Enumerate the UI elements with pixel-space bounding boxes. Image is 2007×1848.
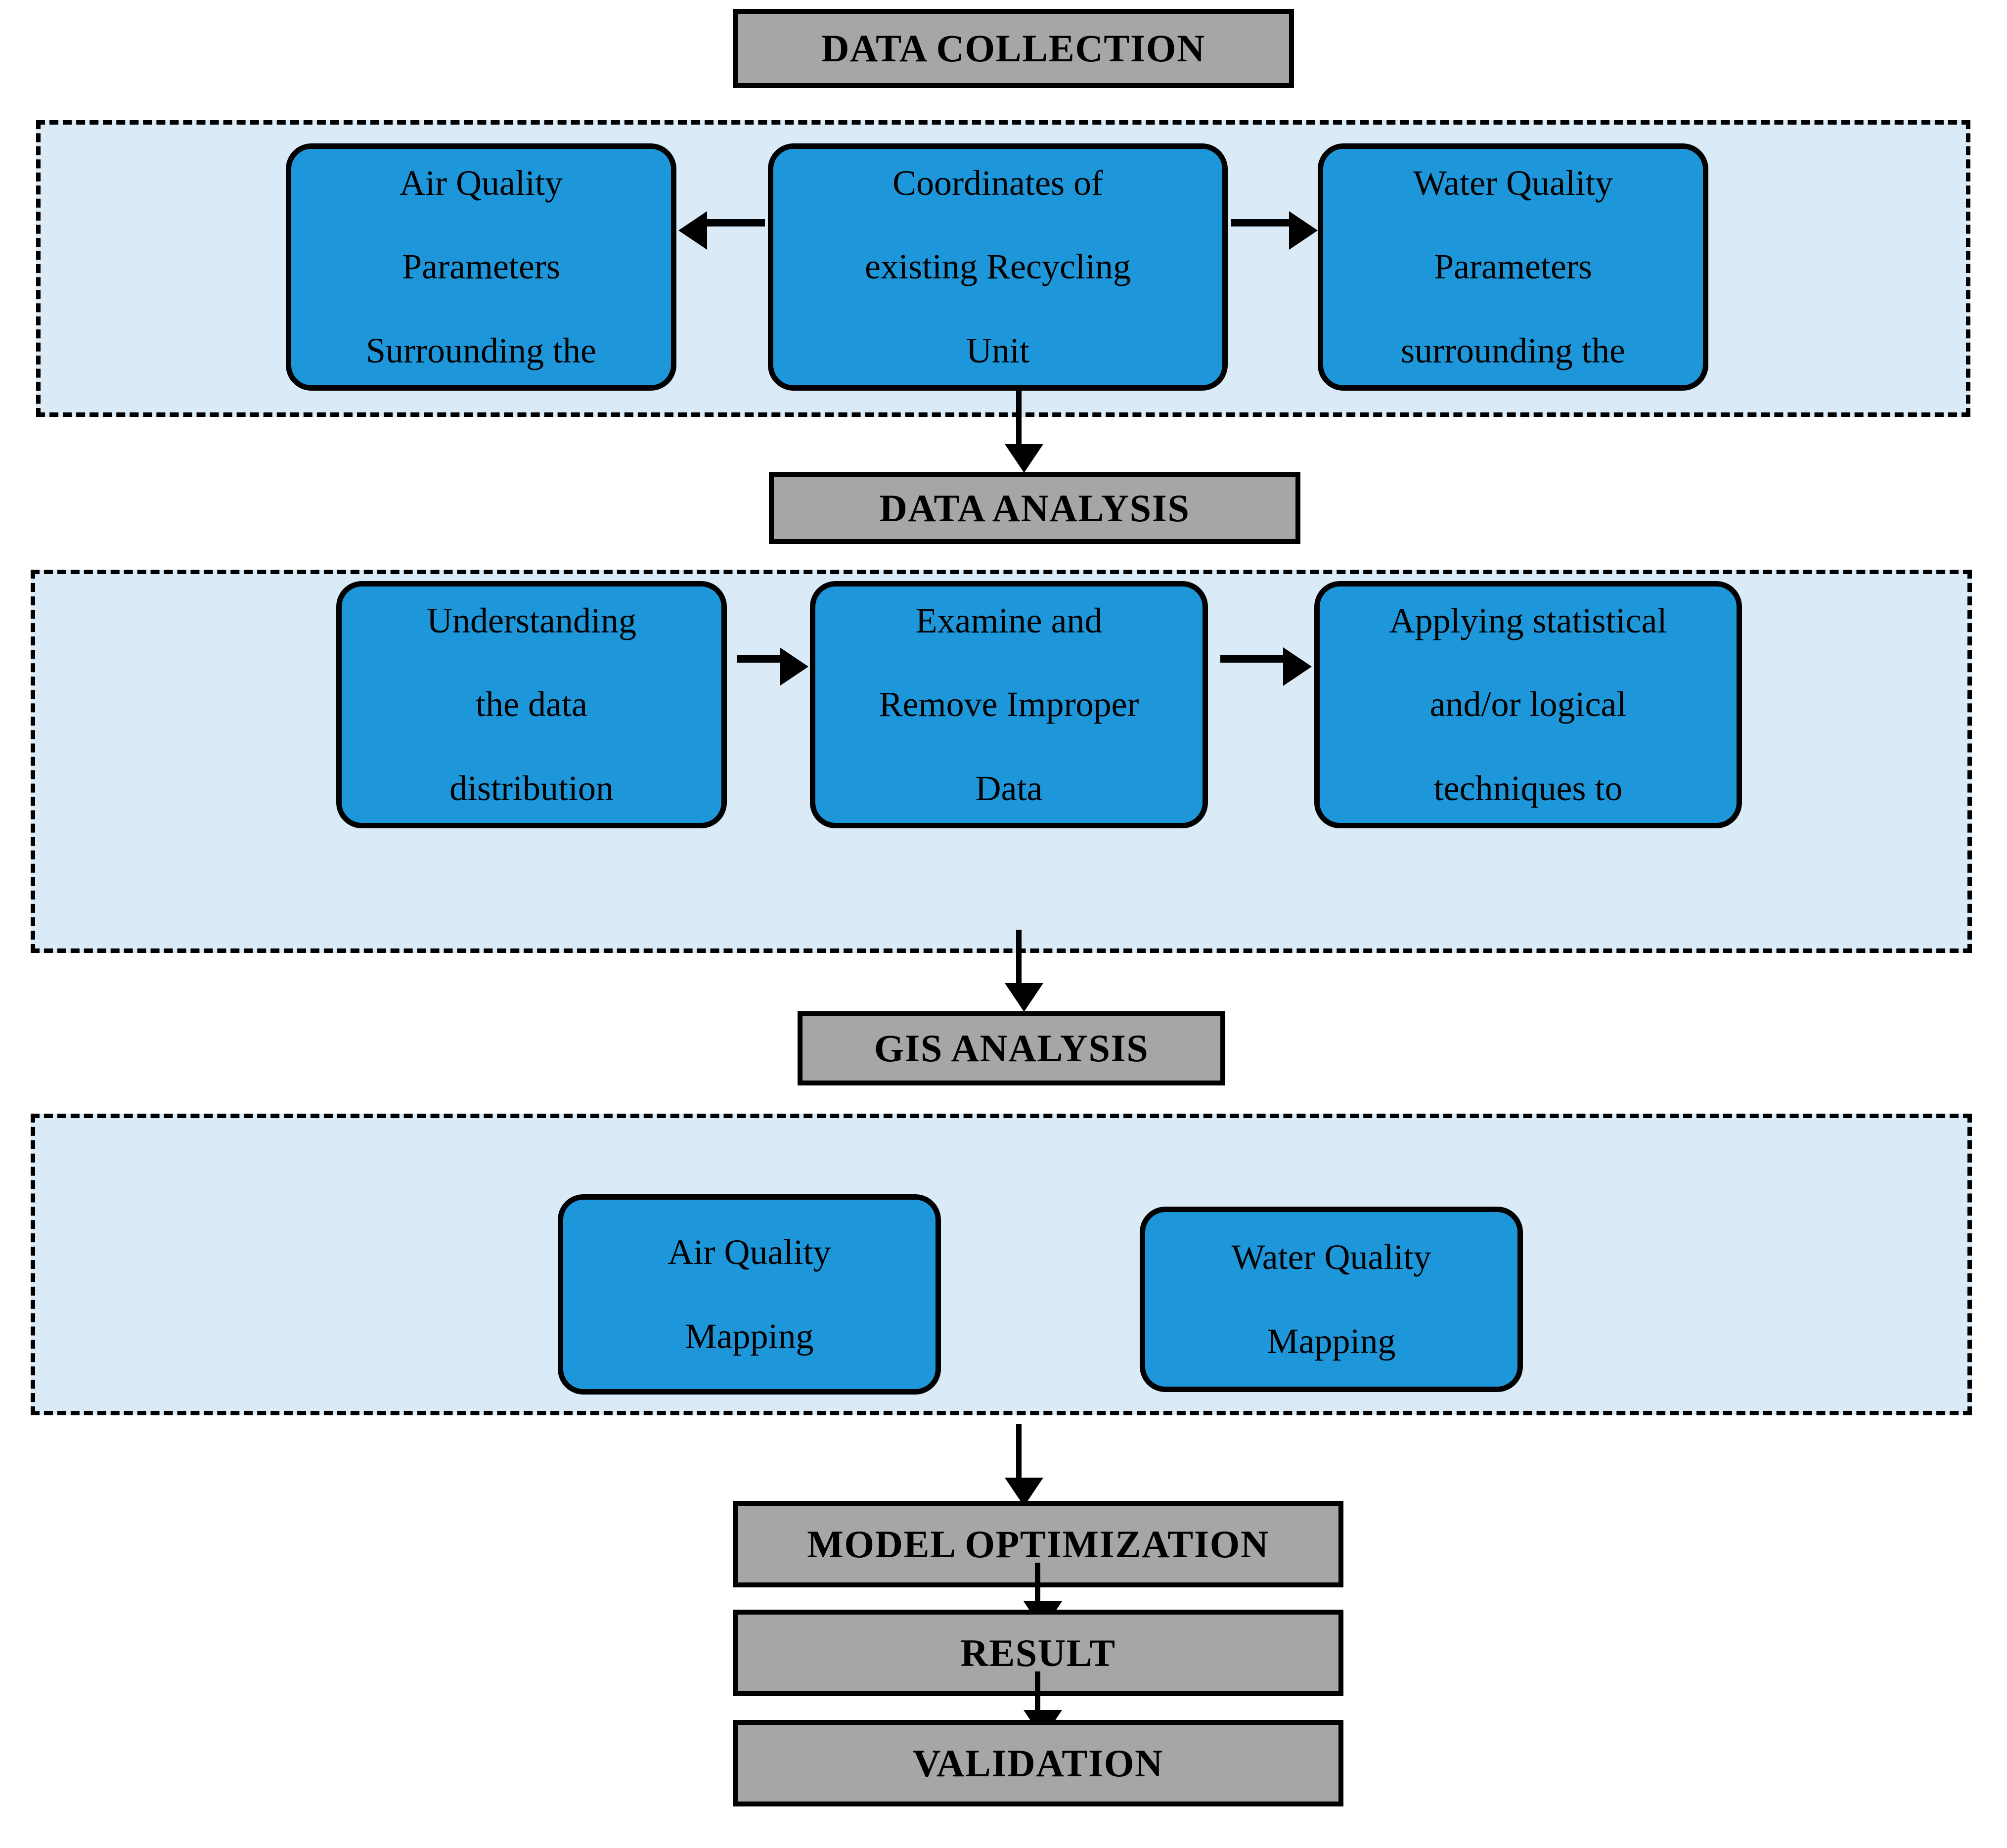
- arrow-data-analysis-to-gis-analysis: [1005, 930, 1043, 1012]
- process-line: Water Quality: [1413, 163, 1613, 203]
- process-coordinates-recycling-unit[interactable]: Coordinates of existing Recycling Unit: [768, 143, 1228, 391]
- stage-banner-data-collection: DATA COLLECTION: [733, 9, 1294, 88]
- process-line: Applying statistical: [1389, 601, 1667, 641]
- process-line: Air Quality: [400, 163, 563, 203]
- process-line: Water Quality: [1231, 1237, 1431, 1277]
- arrow-data-collection-to-data-analysis: [1005, 391, 1043, 473]
- process-water-quality-parameters[interactable]: Water Quality Parameters surrounding the: [1318, 143, 1708, 391]
- arrow-understanding-to-examine: [737, 647, 808, 686]
- process-line: techniques to: [1433, 768, 1623, 808]
- process-line: Parameters: [1434, 247, 1592, 287]
- arrow-gis-analysis-to-model-optimization: [1005, 1424, 1043, 1506]
- process-line: the data: [476, 684, 587, 724]
- process-line: surrounding the: [1401, 330, 1625, 370]
- stage-banner-data-analysis: DATA ANALYSIS: [769, 472, 1300, 544]
- process-examine-remove-improper-data[interactable]: Examine and Remove Improper Data: [810, 581, 1208, 828]
- footer-step-validation: VALIDATION: [733, 1720, 1343, 1806]
- stage-banner-gis-analysis: GIS ANALYSIS: [798, 1011, 1225, 1085]
- process-line: Mapping: [685, 1316, 814, 1356]
- process-line: Parameters: [402, 247, 560, 287]
- arrow-coordinates-to-air-quality: [678, 211, 765, 250]
- process-line: Examine and: [915, 601, 1103, 641]
- process-line: Understanding: [427, 601, 636, 641]
- process-understanding-data-distribution[interactable]: Understanding the data distribution: [336, 581, 727, 828]
- region-gis-analysis: [31, 1114, 1972, 1415]
- process-line: and/or logical: [1429, 684, 1627, 724]
- process-line: Remove Improper: [879, 684, 1139, 724]
- process-line: distribution: [449, 768, 614, 808]
- process-water-quality-mapping[interactable]: Water Quality Mapping: [1140, 1207, 1523, 1392]
- arrow-result-to-validation: [1024, 1671, 1062, 1739]
- process-line: Coordinates of: [892, 163, 1103, 203]
- arrow-examine-to-applying: [1220, 647, 1312, 686]
- process-line: existing Recycling: [865, 247, 1131, 287]
- process-line: Surrounding the: [366, 330, 596, 370]
- process-air-quality-mapping[interactable]: Air Quality Mapping: [558, 1194, 941, 1395]
- process-line: Data: [975, 768, 1043, 808]
- process-line: Air Quality: [668, 1232, 831, 1272]
- process-line: Mapping: [1267, 1321, 1396, 1361]
- arrow-coordinates-to-water-quality: [1231, 211, 1318, 250]
- process-air-quality-parameters[interactable]: Air Quality Parameters Surrounding the: [286, 143, 676, 391]
- arrow-model-optimization-to-result: [1024, 1563, 1062, 1630]
- process-applying-statistical-techniques[interactable]: Applying statistical and/or logical tech…: [1314, 581, 1742, 828]
- process-line: Unit: [966, 330, 1029, 370]
